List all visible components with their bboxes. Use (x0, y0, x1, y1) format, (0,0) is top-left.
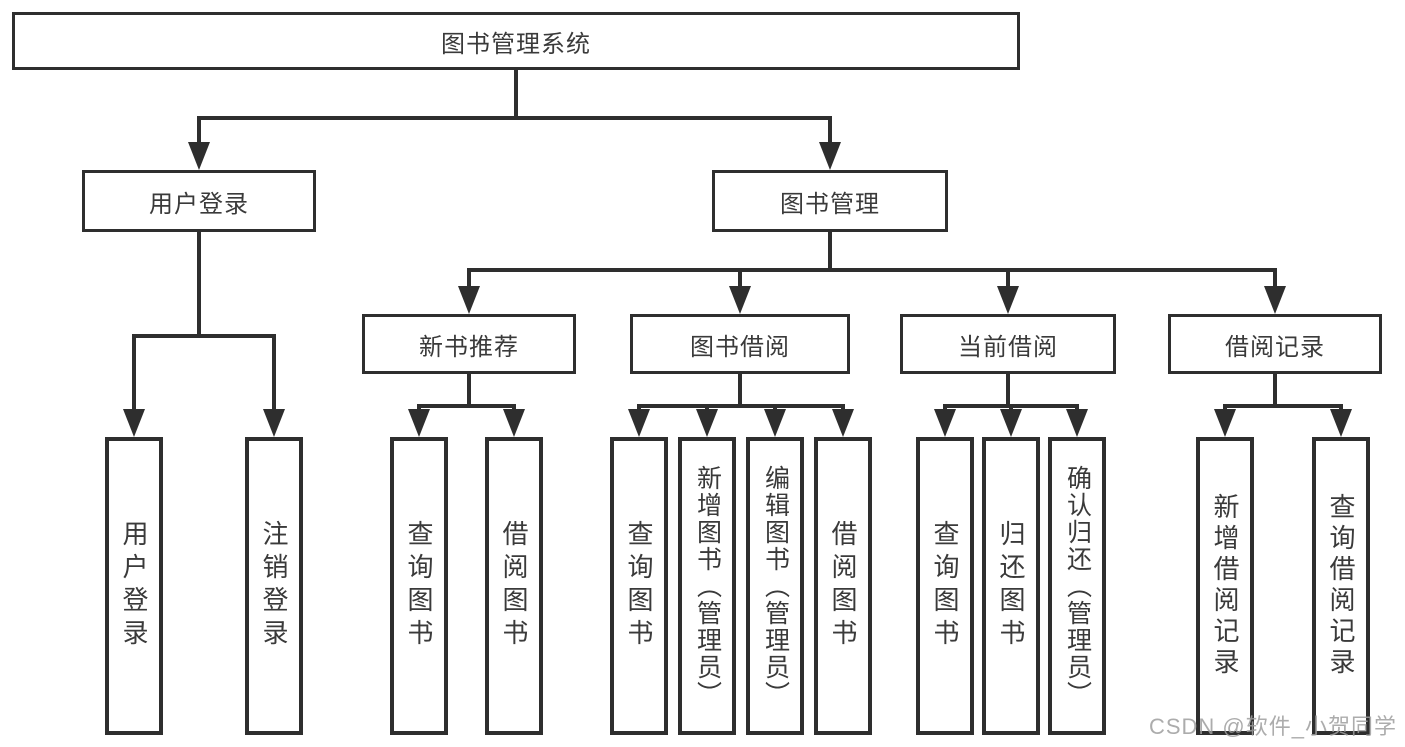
leaf-query-books-current: 查询图书 (916, 437, 974, 735)
leaf-add-borrow-record: 新增借阅记录 (1196, 437, 1254, 735)
node-current-borrow: 当前借阅 (900, 314, 1116, 374)
leaf-add-book-admin-label: 新增图书（管理员） (693, 464, 722, 708)
leaf-user-login: 用户登录 (105, 437, 163, 735)
leaf-borrow-books-recommend-label: 借阅图书 (499, 520, 529, 652)
node-borrow-records: 借阅记录 (1168, 314, 1382, 374)
watermark: CSDN @软件_小贺同学 (1148, 714, 1397, 739)
leaf-query-books-recommend-label: 查询图书 (404, 520, 434, 652)
node-borrow-records-label: 借阅记录 (1225, 333, 1325, 361)
leaf-query-books-recommend: 查询图书 (390, 437, 448, 735)
leaf-add-book-admin: 新增图书（管理员） (678, 437, 736, 735)
leaf-borrow-books-label: 借阅图书 (828, 520, 858, 652)
node-new-book-recommend: 新书推荐 (362, 314, 576, 374)
leaf-add-borrow-record-label: 新增借阅记录 (1210, 493, 1240, 679)
node-user-login: 用户登录 (82, 170, 316, 232)
node-book-management: 图书管理 (712, 170, 948, 232)
leaf-query-books-current-label: 查询图书 (930, 520, 960, 652)
leaf-confirm-return-admin: 确认归还（管理员） (1048, 437, 1106, 735)
node-book-management-label: 图书管理 (780, 190, 880, 218)
leaf-edit-book-admin-label: 编辑图书（管理员） (761, 464, 790, 708)
leaf-borrow-books-recommend: 借阅图书 (485, 437, 543, 735)
node-book-borrow: 图书借阅 (630, 314, 850, 374)
node-new-book-recommend-label: 新书推荐 (419, 333, 519, 361)
leaf-query-borrow-record: 查询借阅记录 (1312, 437, 1370, 735)
leaf-user-login-label: 用户登录 (119, 520, 149, 652)
leaf-query-books-borrow-label: 查询图书 (624, 520, 654, 652)
leaf-query-borrow-record-label: 查询借阅记录 (1326, 493, 1356, 679)
node-user-login-label: 用户登录 (149, 190, 249, 218)
node-book-borrow-label: 图书借阅 (690, 333, 790, 361)
leaf-logout-label: 注销登录 (259, 520, 289, 652)
leaf-borrow-books: 借阅图书 (814, 437, 872, 735)
node-current-borrow-label: 当前借阅 (958, 333, 1058, 361)
node-library-system: 图书管理系统 (12, 12, 1020, 70)
node-library-system-label: 图书管理系统 (441, 30, 591, 58)
leaf-logout: 注销登录 (245, 437, 303, 735)
leaf-return-book-label: 归还图书 (996, 520, 1026, 652)
leaf-return-book: 归还图书 (982, 437, 1040, 735)
leaf-query-books-borrow: 查询图书 (610, 437, 668, 735)
leaf-edit-book-admin: 编辑图书（管理员） (746, 437, 804, 735)
leaf-confirm-return-admin-label: 确认归还（管理员） (1063, 464, 1092, 708)
